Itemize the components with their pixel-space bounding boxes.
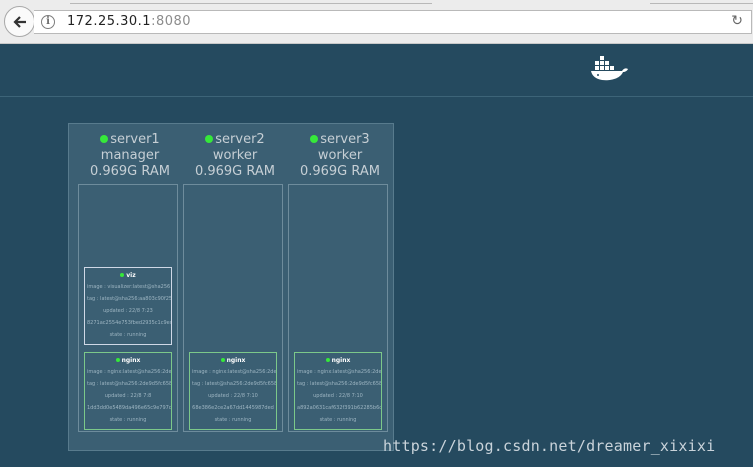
task-id: 68e386e2ce2a67dd1445987ded — [192, 405, 274, 411]
node-ram: 0.969G RAM — [194, 164, 276, 179]
url-host: 172.25.30.1 — [67, 14, 152, 29]
status-dot-icon — [115, 358, 120, 362]
task-tag: tag : latest@sha256:2de9d5fc658 — [192, 381, 276, 387]
status-dot-icon — [205, 135, 214, 143]
node-server3: server3 worker 0.969G RAM nginx image : … — [288, 124, 392, 444]
task-image: image : nginx:latest@sha256:2de — [87, 369, 171, 375]
task-image: image : visualizer:latest@sha256 — [87, 284, 171, 290]
status-dot-icon — [220, 358, 225, 362]
task-name: nginx — [121, 357, 141, 364]
node-task-area: viz image : visualizer:latest@sha256 tag… — [78, 184, 178, 432]
app-header — [0, 44, 753, 97]
browser-toolbar: i 172.25.30.1:8080 ↻ — [0, 0, 753, 44]
task-updated: updated : 22/8 7:10 — [208, 393, 258, 399]
task-state: state : running — [319, 417, 357, 423]
node-header: server1 manager 0.969G RAM — [78, 132, 182, 180]
address-bar[interactable]: i 172.25.30.1:8080 ↻ — [34, 10, 752, 34]
task-card-nginx[interactable]: nginx image : nginx:latest@sha256:2de ta… — [84, 352, 172, 430]
task-tag: tag : latest@sha256:2de9d5fc658 — [87, 381, 171, 387]
task-updated: updated : 22/8 7:23 — [103, 308, 153, 314]
node-task-area: nginx image : nginx:latest@sha256:2de ta… — [288, 184, 388, 432]
node-role: worker — [212, 148, 258, 163]
status-dot-icon — [325, 358, 330, 362]
task-card-nginx[interactable]: nginx image : nginx:latest@sha256:2de ta… — [189, 352, 277, 430]
browser-tab[interactable] — [650, 0, 753, 4]
node-name: server2 — [215, 132, 265, 147]
task-state: state : running — [214, 417, 252, 423]
task-name: nginx — [226, 357, 246, 364]
docker-whale-icon — [591, 56, 628, 81]
arrow-left-icon — [12, 15, 26, 28]
task-image: image : nginx:latest@sha256:2de — [297, 369, 381, 375]
status-dot-icon — [120, 273, 125, 277]
status-dot-icon — [310, 135, 319, 143]
task-image: image : nginx:latest@sha256:2de — [192, 369, 276, 375]
node-role: manager — [100, 148, 160, 163]
node-name: server1 — [110, 132, 160, 147]
browser-tab[interactable] — [70, 0, 432, 4]
task-state: state : running — [109, 417, 147, 423]
url-port: :8080 — [151, 14, 192, 29]
reload-icon[interactable]: ↻ — [731, 13, 743, 29]
node-ram: 0.969G RAM — [89, 164, 171, 179]
swarm-cluster: server1 manager 0.969G RAM viz image : v… — [68, 123, 394, 451]
node-name: server3 — [320, 132, 370, 147]
node-header: server3 worker 0.969G RAM — [288, 132, 392, 180]
node-server2: server2 worker 0.969G RAM nginx image : … — [183, 124, 287, 444]
task-tag: tag : latest@sha256:2de9d5fc658 — [297, 381, 381, 387]
url-text[interactable]: 172.25.30.1:8080 — [67, 14, 191, 29]
task-id: a892a0631caf632f391b62285b6c — [297, 405, 381, 411]
node-task-area: nginx image : nginx:latest@sha256:2de ta… — [183, 184, 283, 432]
info-icon[interactable]: i — [41, 15, 55, 29]
status-dot-icon — [100, 135, 109, 143]
watermark-text: https://blog.csdn.net/dreamer_xixixi — [383, 437, 716, 455]
task-name: nginx — [331, 357, 351, 364]
task-id: 8271ac2554e753fbed2935c1c9ed — [87, 320, 171, 326]
task-tag: tag : latest@sha256:aa803c90f25 — [87, 296, 171, 302]
task-id: 1dd3dd0e5489da496e65c9e797c3 — [87, 405, 171, 411]
task-card-viz[interactable]: viz image : visualizer:latest@sha256 tag… — [84, 267, 172, 345]
back-button[interactable] — [4, 6, 35, 37]
node-role: worker — [317, 148, 363, 163]
task-updated: updated : 22/8 7:8 — [104, 393, 152, 399]
task-updated: updated : 22/8 7:10 — [313, 393, 363, 399]
node-header: server2 worker 0.969G RAM — [183, 132, 287, 180]
task-name: viz — [126, 272, 136, 279]
task-state: state : running — [109, 332, 147, 338]
node-server1: server1 manager 0.969G RAM viz image : v… — [78, 124, 182, 444]
task-card-nginx[interactable]: nginx image : nginx:latest@sha256:2de ta… — [294, 352, 382, 430]
node-ram: 0.969G RAM — [299, 164, 381, 179]
